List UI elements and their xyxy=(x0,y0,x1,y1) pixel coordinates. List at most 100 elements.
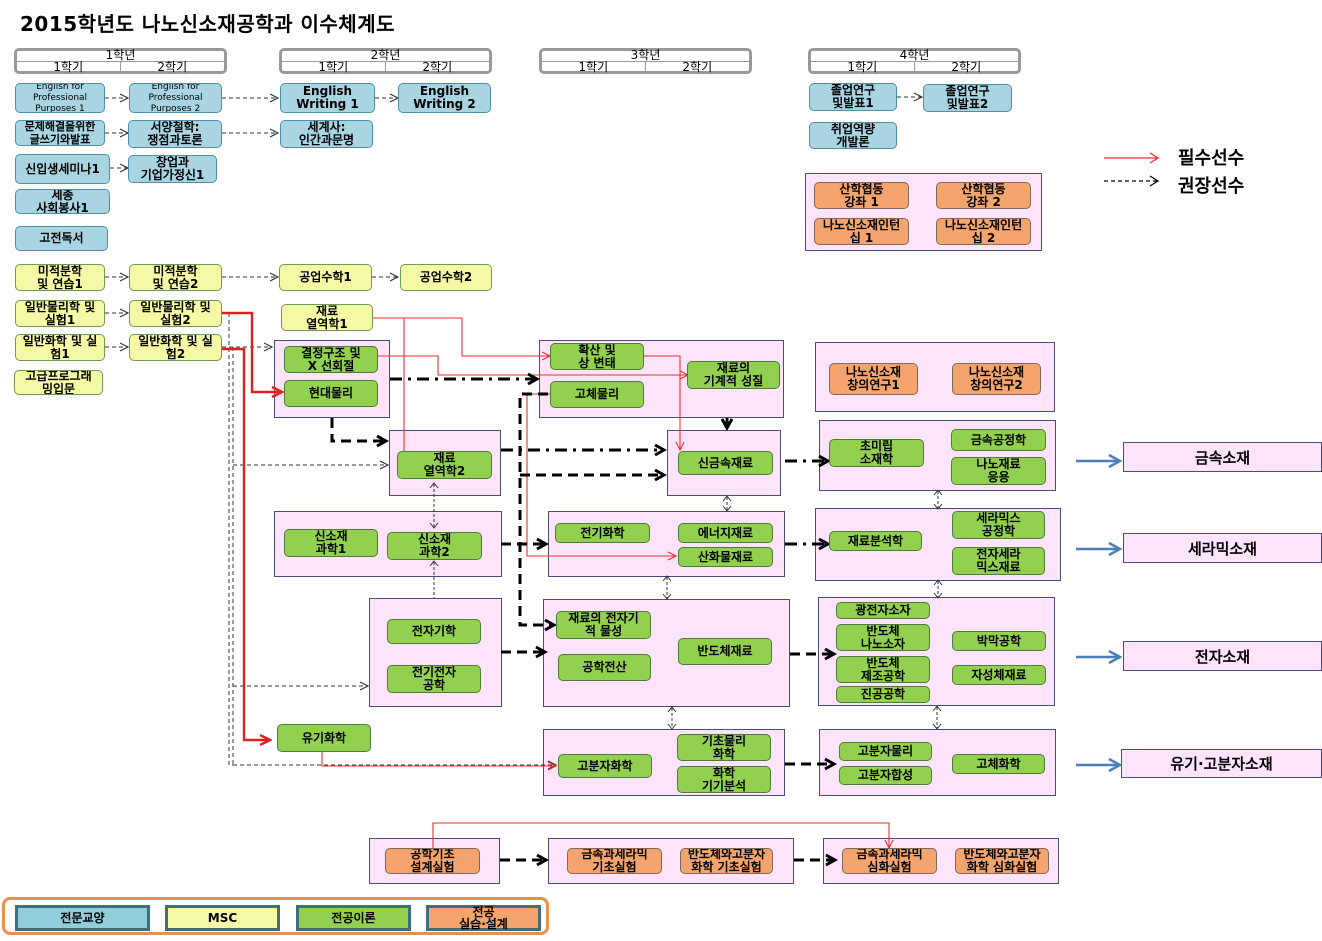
course-graduation-2[interactable]: 졸업연구 및발표2 xyxy=(923,84,1012,112)
course-solid-physics[interactable]: 고체물리 xyxy=(550,381,644,408)
track-polymer[interactable]: 유기·고분자소재 xyxy=(1121,749,1322,778)
course-english-writing-2[interactable]: English Writing 2 xyxy=(398,83,491,113)
course-programming[interactable]: 고급프로그래 밍입문 xyxy=(14,370,103,395)
course-new-material-2[interactable]: 신소재 과학2 xyxy=(387,532,482,560)
course-chemistry-2[interactable]: 일반화학 및 실 험2 xyxy=(129,334,222,361)
course-calculus-2[interactable]: 미적분학 및 연습2 xyxy=(129,264,222,291)
course-semi-polymer-basic-lab[interactable]: 반도체와고분자 화학 기초실험 xyxy=(680,848,773,874)
course-ceramic-process[interactable]: 세라믹스 공정학 xyxy=(952,511,1045,539)
course-material-analysis[interactable]: 재료분석학 xyxy=(829,531,922,551)
course-electromagnetics[interactable]: 전자기학 xyxy=(387,619,481,644)
course-electromagnetic-properties[interactable]: 재료의 전자기 적 물성 xyxy=(556,611,651,639)
year-header-1: 1학년 1학기 2학기 xyxy=(14,48,227,74)
course-new-metal[interactable]: 신금속재료 xyxy=(678,451,773,475)
year-label: 2학년 xyxy=(282,49,489,62)
course-engineering-math-1[interactable]: 공업수학1 xyxy=(279,264,372,291)
course-polymer-physics[interactable]: 고분자물리 xyxy=(839,742,932,761)
semester-label: 2학기 xyxy=(682,60,713,74)
course-world-history[interactable]: 세계사: 인간과문명 xyxy=(280,120,373,148)
course-polymer-chemistry[interactable]: 고분자화학 xyxy=(558,754,652,778)
course-semi-polymer-adv-lab[interactable]: 반도체와고분자 화학 심화실험 xyxy=(955,848,1049,874)
course-calculus-1[interactable]: 미적분학 및 연습1 xyxy=(15,264,105,291)
course-industry-1[interactable]: 산학협동 강좌 1 xyxy=(814,182,909,209)
arrow-legend-icons xyxy=(1104,152,1160,187)
category-legend: 전문교양 MSC 전공이론 전공 실습·설계 xyxy=(2,897,549,935)
legend-msc: MSC xyxy=(165,905,280,931)
course-design-lab[interactable]: 공학기초 설계실험 xyxy=(385,848,480,874)
track-ceramic[interactable]: 세라믹소재 xyxy=(1123,533,1322,563)
year-label: 1학년 xyxy=(17,49,224,62)
course-physics-2[interactable]: 일반물리학 및 실험2 xyxy=(129,300,222,327)
course-efp1[interactable]: English for Professional Purposes 1 xyxy=(15,83,105,113)
course-entrepreneurship[interactable]: 창업과 기업가정신1 xyxy=(128,155,217,183)
semester-label: 2학기 xyxy=(422,60,453,74)
course-physics-1[interactable]: 일반물리학 및 실험1 xyxy=(15,300,105,327)
course-metal-ceramic-adv-lab[interactable]: 금속과세라믹 심화실험 xyxy=(842,848,937,874)
course-polymer-synthesis[interactable]: 고분자합성 xyxy=(839,766,932,785)
legend-major-lab-design: 전공 실습·설계 xyxy=(426,905,541,931)
course-volunteer[interactable]: 세종 사회봉사1 xyxy=(15,189,110,214)
course-semiconductor-nano[interactable]: 반도체 나노소자 xyxy=(836,624,930,651)
year-header-4: 4학년 1학기 2학기 xyxy=(808,48,1021,74)
course-writing-presentation[interactable]: 문제해결을위한 글쓰기와발표 xyxy=(15,120,105,146)
group-electrochem xyxy=(548,511,785,577)
course-industry-2[interactable]: 산학협동 강좌 2 xyxy=(936,182,1031,209)
course-metal-process[interactable]: 금속공정학 xyxy=(951,429,1046,451)
course-vacuum-engineering[interactable]: 진공공학 xyxy=(836,686,930,703)
course-diffusion[interactable]: 확산 및 상 변태 xyxy=(550,343,644,370)
course-western-philosophy[interactable]: 서양철학: 쟁점과토론 xyxy=(128,120,222,148)
course-computational-engineering[interactable]: 공학전산 xyxy=(558,654,651,681)
course-thin-film[interactable]: 박막공학 xyxy=(952,631,1046,651)
track-metal[interactable]: 금속소재 xyxy=(1123,442,1322,472)
legend-major-theory: 전공이론 xyxy=(296,905,411,931)
course-efp2[interactable]: English for Professional Purposes 2 xyxy=(129,83,222,113)
year-label: 4학년 xyxy=(811,49,1018,62)
course-chemistry-1[interactable]: 일반화학 및 실 험1 xyxy=(15,334,105,361)
page-title: 2015학년도 나노신소재공학과 이수체계도 xyxy=(20,12,395,36)
course-internship-1[interactable]: 나노신소재인턴 십 1 xyxy=(814,218,909,245)
course-english-writing-1[interactable]: English Writing 1 xyxy=(280,83,375,113)
track-electronic[interactable]: 전자소재 xyxy=(1123,641,1322,671)
semester-label: 1학기 xyxy=(282,61,386,74)
course-magnetic-material[interactable]: 자성체재료 xyxy=(952,665,1046,685)
course-nano-application[interactable]: 나노재료 응용 xyxy=(951,457,1046,485)
semester-label: 1학기 xyxy=(542,61,646,74)
course-electrochemistry[interactable]: 전기화학 xyxy=(555,523,650,543)
course-physical-chemistry[interactable]: 기초물리 화학 xyxy=(677,734,771,761)
course-new-material-1[interactable]: 신소재 과학1 xyxy=(284,529,378,557)
course-electronic-ceramics[interactable]: 전자세라 믹스재료 xyxy=(952,547,1045,575)
year-header-3: 3학년 1학기 2학기 xyxy=(539,48,752,74)
course-creative-research-1[interactable]: 나노신소재 창의연구1 xyxy=(829,363,918,395)
course-internship-2[interactable]: 나노신소재인턴 십 2 xyxy=(936,218,1031,245)
course-organic-chemistry[interactable]: 유기화학 xyxy=(277,724,371,752)
legend-general-education: 전문교양 xyxy=(15,905,150,931)
course-metal-ceramic-basic-lab[interactable]: 금속과세라믹 기초실험 xyxy=(567,848,662,874)
semester-label: 1학기 xyxy=(811,61,915,74)
course-creative-research-2[interactable]: 나노신소재 창의연구2 xyxy=(952,363,1041,395)
course-crystal-structure[interactable]: 결정구조 및 X 선회절 xyxy=(284,346,378,373)
semester-label: 1학기 xyxy=(17,61,121,74)
course-thermodynamics-1[interactable]: 재료 열역학1 xyxy=(281,304,373,331)
course-freshman-seminar[interactable]: 신입생세미나1 xyxy=(15,154,110,184)
course-semiconductor-material[interactable]: 반도체재료 xyxy=(678,638,772,665)
course-modern-physics[interactable]: 현대물리 xyxy=(284,380,378,407)
course-electrical-engineering[interactable]: 전기전자 공학 xyxy=(387,665,481,693)
course-career[interactable]: 취업역량 개발론 xyxy=(809,122,897,149)
course-instrumental-analysis[interactable]: 화학 기기분석 xyxy=(677,766,771,793)
course-solid-chemistry[interactable]: 고체화학 xyxy=(952,754,1045,774)
course-energy-material[interactable]: 에너지재료 xyxy=(678,523,773,543)
course-engineering-math-2[interactable]: 공업수학2 xyxy=(400,264,492,291)
course-optoelectronics[interactable]: 광전자소자 xyxy=(836,602,930,619)
course-mechanical-properties[interactable]: 재료의 기계적 성질 xyxy=(687,361,780,389)
legend-recommended: 권장선수 xyxy=(1178,176,1245,197)
course-graduation-1[interactable]: 졸업연구 및발표1 xyxy=(809,83,897,111)
course-thermodynamics-2[interactable]: 재료 열역학2 xyxy=(397,451,492,479)
course-semiconductor-process[interactable]: 반도체 제조공학 xyxy=(836,656,930,683)
legend-required: 필수선수 xyxy=(1178,148,1245,169)
year-header-2: 2학년 1학기 2학기 xyxy=(279,48,492,74)
course-classics[interactable]: 고전독서 xyxy=(15,226,108,251)
course-oxide-material[interactable]: 산화물재료 xyxy=(678,547,773,567)
semester-label: 2학기 xyxy=(157,60,188,74)
semester-label: 2학기 xyxy=(951,60,982,74)
course-ultrafine[interactable]: 초미립 소재학 xyxy=(829,439,924,467)
